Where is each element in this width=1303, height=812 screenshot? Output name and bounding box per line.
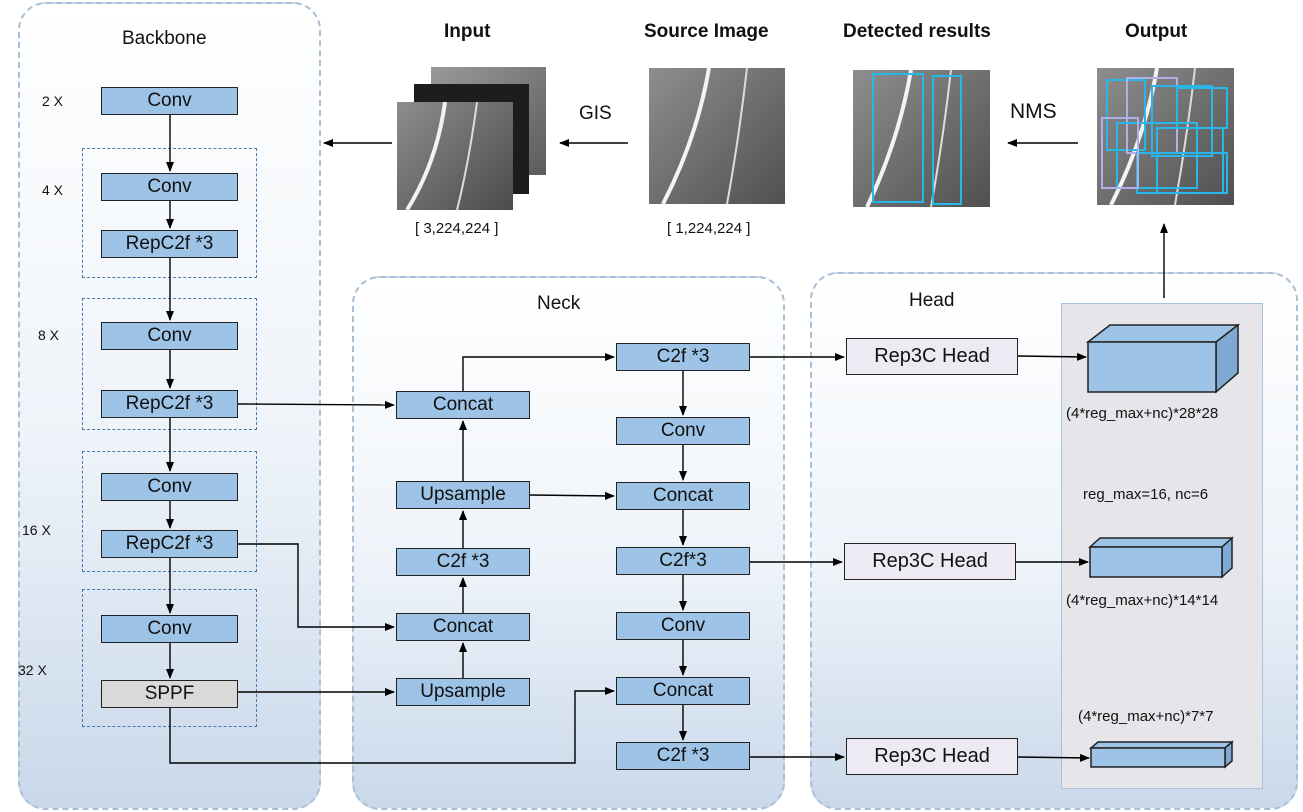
nms-label: NMS bbox=[1010, 100, 1057, 123]
detected-image bbox=[853, 70, 990, 207]
backbone-sppf: SPPF bbox=[101, 680, 238, 708]
neck-c2f-left: C2f *3 bbox=[396, 548, 530, 576]
source-image bbox=[649, 68, 785, 204]
backbone-conv-1: Conv bbox=[101, 87, 238, 115]
neck-conv-1: Conv bbox=[616, 417, 750, 445]
head-block-3: Rep3C Head bbox=[846, 738, 1018, 775]
output-shape-28: (4*reg_max+nc)*28*28 bbox=[1066, 405, 1219, 422]
head-title: Head bbox=[909, 290, 955, 311]
input-label: Input bbox=[444, 21, 491, 42]
source-shape: [ 1,224,224 ] bbox=[667, 220, 751, 237]
backbone-conv-3: Conv bbox=[101, 322, 238, 350]
neck-conv-2: Conv bbox=[616, 612, 750, 640]
backbone-repc2f-3: RepC2f *3 bbox=[101, 530, 238, 558]
neck-upsample-2: Upsample bbox=[396, 678, 530, 706]
backbone-title: Backbone bbox=[122, 28, 207, 49]
detected-results-label: Detected results bbox=[843, 21, 991, 42]
backbone-repc2f-2: RepC2f *3 bbox=[101, 390, 238, 418]
output-shape-7: (4*reg_max+nc)*7*7 bbox=[1078, 708, 1214, 725]
scale-label-32x: 32 X bbox=[18, 662, 47, 678]
neck-concat-2: Concat bbox=[616, 482, 750, 510]
output-image bbox=[1097, 68, 1234, 205]
output-shape-14: (4*reg_max+nc)*14*14 bbox=[1066, 592, 1219, 609]
backbone-conv-2: Conv bbox=[101, 173, 238, 201]
neck-upsample-1: Upsample bbox=[396, 481, 530, 509]
head-block-2: Rep3C Head bbox=[844, 543, 1016, 580]
source-image-label: Source Image bbox=[644, 21, 769, 42]
neck-concat-mid: Concat bbox=[396, 613, 530, 641]
neck-c2f-out-3: C2f *3 bbox=[616, 742, 750, 770]
stage-group-4x bbox=[82, 148, 257, 278]
input-shape: [ 3,224,224 ] bbox=[415, 220, 499, 237]
head-block-1: Rep3C Head bbox=[846, 338, 1018, 375]
backbone-conv-5: Conv bbox=[101, 615, 238, 643]
backbone-conv-4: Conv bbox=[101, 473, 238, 501]
backbone-repc2f-1: RepC2f *3 bbox=[101, 230, 238, 258]
output-label: Output bbox=[1125, 21, 1188, 42]
head-params: reg_max=16, nc=6 bbox=[1083, 486, 1209, 503]
gis-label: GIS bbox=[579, 103, 612, 124]
scale-label-4x: 4 X bbox=[42, 182, 64, 198]
neck-title: Neck bbox=[537, 293, 581, 314]
input-image-front bbox=[397, 102, 513, 210]
neck-c2f-out-1: C2f *3 bbox=[616, 343, 750, 371]
scale-label-2x: 2 X bbox=[42, 93, 64, 109]
scale-label-8x: 8 X bbox=[38, 327, 60, 343]
neck-concat-3: Concat bbox=[616, 677, 750, 705]
neck-c2f-out-2: C2f*3 bbox=[616, 547, 750, 575]
scale-label-16x: 16 X bbox=[22, 522, 51, 538]
neck-concat-top: Concat bbox=[396, 391, 530, 419]
